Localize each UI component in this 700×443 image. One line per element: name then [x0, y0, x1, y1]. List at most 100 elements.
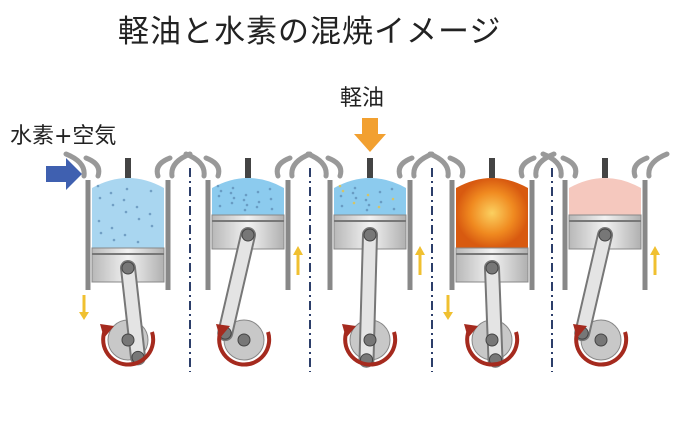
- gas-particle: [242, 198, 246, 202]
- cylinder-head: [63, 151, 193, 179]
- gas-particle: [230, 201, 234, 205]
- gas-particle: [112, 238, 116, 242]
- gas-particle: [109, 191, 113, 195]
- rotation-arrowhead-icon: [100, 324, 114, 338]
- crank-shaft: [485, 333, 499, 347]
- gas-particle: [353, 186, 357, 190]
- rotation-arrow-icon: [101, 327, 156, 367]
- combustion-chamber: [569, 178, 641, 215]
- gas-particle: [98, 196, 102, 200]
- gas-particle: [364, 198, 368, 202]
- gas-particle: [125, 187, 129, 191]
- gas-particle: [366, 193, 370, 197]
- connecting-rod-body: [576, 229, 611, 340]
- gas-particle: [216, 184, 220, 188]
- gas-particle: [122, 198, 126, 202]
- gas-particle: [219, 189, 223, 193]
- connecting-rod-body: [219, 229, 254, 340]
- gas-particle: [367, 203, 371, 207]
- combustion-chamber: [92, 178, 164, 248]
- intake-label: 水素+空気: [10, 124, 117, 149]
- engine-stage-combustion: [427, 151, 557, 368]
- gas-particle: [150, 224, 154, 228]
- fuel-injector: [489, 158, 495, 178]
- gas-particle: [136, 240, 140, 244]
- rotation-arrow-icon: [465, 327, 520, 367]
- diesel-injection-arrow-icon: [354, 118, 386, 152]
- engine-stage-injection: [305, 151, 435, 368]
- piston-pin: [485, 261, 499, 275]
- engine-stage-compression: [183, 151, 313, 367]
- gas-particle: [270, 207, 274, 211]
- gas-particle: [390, 187, 394, 191]
- page-title: 軽油と水素の混焼イメージ: [118, 14, 502, 50]
- gas-particle: [217, 194, 221, 198]
- cylinder-head: [540, 151, 670, 179]
- piston-up-arrowhead-icon: [650, 246, 660, 255]
- gas-particle: [243, 208, 247, 212]
- rotation-arrowhead-icon: [216, 324, 230, 338]
- fuel-injector: [125, 158, 131, 178]
- gas-particle: [340, 204, 344, 208]
- piston-pin: [363, 228, 377, 242]
- cylinder-head: [183, 151, 313, 179]
- cylinder-head: [305, 151, 435, 179]
- gas-particle: [379, 200, 383, 204]
- gas-particle: [391, 197, 395, 201]
- gas-particle: [351, 191, 355, 195]
- cylinder-wall: [449, 180, 535, 290]
- gas-particle: [256, 190, 260, 194]
- crank-shaft: [363, 333, 377, 347]
- rotation-arrowhead-icon: [342, 324, 356, 338]
- engine-stage-intake: [63, 151, 193, 367]
- piston-pin: [241, 228, 255, 242]
- gas-particle: [354, 196, 358, 200]
- gas-particle: [245, 203, 249, 207]
- gas-particle: [377, 205, 381, 209]
- rotation-arrow-icon: [217, 327, 272, 367]
- rotation-arrow-icon: [574, 327, 629, 367]
- gas-particle: [97, 219, 101, 223]
- combustion-chamber: [212, 178, 284, 215]
- rotation-arrowhead-icon: [573, 324, 587, 338]
- diesel-label: 軽油: [340, 86, 385, 111]
- gas-particle: [229, 191, 233, 195]
- gas-particle: [269, 197, 273, 201]
- cylinder-head: [427, 151, 557, 179]
- crank-shaft: [594, 333, 608, 347]
- engine-stage-exhaust: [540, 151, 670, 367]
- gas-particle: [255, 205, 259, 209]
- gas-particle: [135, 205, 139, 209]
- piston-up-arrowhead-icon: [415, 246, 425, 255]
- gas-particle: [110, 226, 114, 230]
- cylinder-wall: [85, 180, 171, 290]
- rotation-arrow-icon: [343, 327, 398, 367]
- gas-particle: [378, 190, 382, 194]
- gas-particle: [231, 186, 235, 190]
- connecting-rod-body: [122, 262, 144, 364]
- cylinder-wall: [205, 180, 291, 290]
- gas-particle: [232, 196, 236, 200]
- gas-particle: [137, 217, 141, 221]
- gas-particle: [99, 231, 103, 235]
- combustion-chamber: [334, 178, 406, 215]
- gas-particle: [123, 233, 127, 237]
- gas-particle: [111, 203, 115, 207]
- gas-particle: [339, 194, 343, 198]
- piston-down-arrowhead-icon: [79, 312, 89, 320]
- fuel-injector: [602, 158, 608, 178]
- cylinder-wall: [327, 180, 413, 290]
- crank-shaft: [121, 333, 135, 347]
- gas-particle: [392, 207, 396, 211]
- piston-pin: [598, 228, 612, 242]
- gas-particle: [268, 187, 272, 191]
- piston-pin: [121, 261, 135, 275]
- gas-particle: [124, 210, 128, 214]
- gas-particle: [218, 204, 222, 208]
- fuel-injector: [367, 158, 373, 178]
- gas-particle: [148, 212, 152, 216]
- cylinder-wall: [562, 180, 648, 290]
- intake-arrow-icon: [46, 158, 82, 190]
- gas-particle: [338, 184, 342, 188]
- gas-particle: [341, 189, 345, 193]
